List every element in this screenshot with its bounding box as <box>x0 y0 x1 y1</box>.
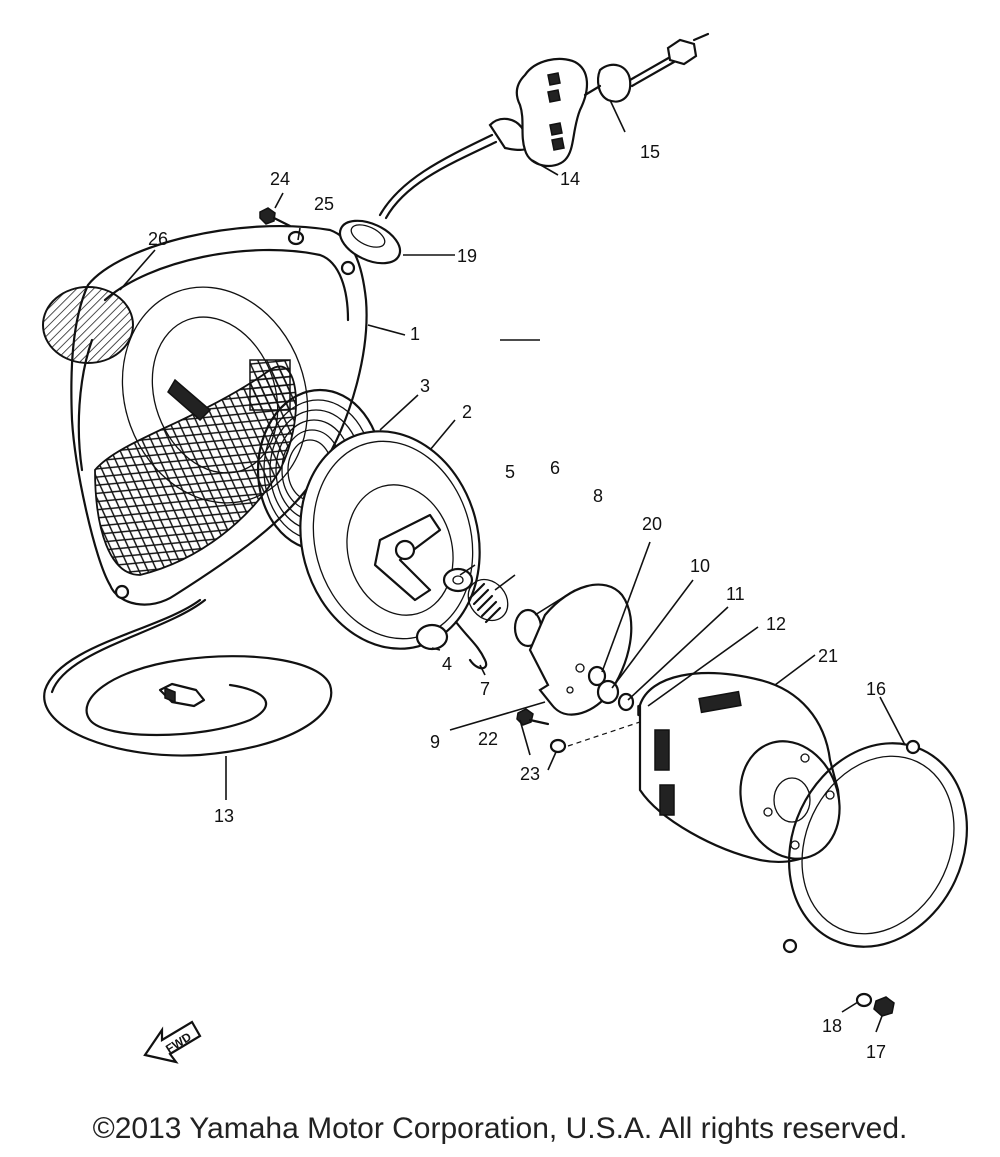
callout-4: 4 <box>442 654 452 674</box>
part-1-starter-housing <box>70 224 368 606</box>
callout-26: 26 <box>148 229 168 249</box>
callout-2: 2 <box>462 402 472 422</box>
callout-18: 18 <box>822 1016 842 1036</box>
part-7-pawl-spring <box>454 620 488 670</box>
callout-12: 12 <box>766 614 786 634</box>
exploded-parts-diagram: FWD 1 2 3 4 5 6 7 <box>42 32 969 1064</box>
part-5-washer <box>442 567 474 593</box>
callout-23: 23 <box>520 764 540 784</box>
part-21-starter-cup <box>638 672 841 863</box>
callout-6: 6 <box>550 458 560 478</box>
callout-19: 19 <box>457 246 477 266</box>
callout-9: 9 <box>430 732 440 752</box>
leader-lines <box>119 99 906 1033</box>
callout-20: 20 <box>642 514 662 534</box>
callout-14: 14 <box>560 169 580 189</box>
part-22-bolt <box>516 708 550 726</box>
callout-22: 22 <box>478 729 498 749</box>
callout-labels: 1 2 3 4 5 6 7 8 9 10 11 12 13 14 15 16 1… <box>148 142 886 1062</box>
part-24-bolt <box>259 207 292 228</box>
part-19-rope-guide <box>338 219 402 265</box>
callout-7: 7 <box>480 679 490 699</box>
callout-17: 17 <box>866 1042 886 1062</box>
part-15-handle-stopper <box>583 32 710 103</box>
callout-24: 24 <box>270 169 290 189</box>
callout-5: 5 <box>505 462 515 482</box>
callout-8: 8 <box>593 486 603 506</box>
part-16-cover-ring <box>782 739 969 954</box>
callout-10: 10 <box>690 556 710 576</box>
part-23-washer <box>549 738 567 754</box>
part-2-rope-pulley <box>299 430 481 650</box>
callout-13: 13 <box>214 806 234 826</box>
assembly-dash-line <box>567 721 641 747</box>
fwd-direction-arrow: FWD <box>143 1020 202 1064</box>
part-17-bolt <box>873 996 895 1017</box>
part-25-washer <box>287 230 305 246</box>
copyright-notice: ©2013 Yamaha Motor Corporation, U.S.A. A… <box>92 1112 908 1145</box>
part-20-washer <box>587 665 607 687</box>
callout-21: 21 <box>818 646 838 666</box>
callout-25: 25 <box>314 194 334 214</box>
part-14-starter-handle <box>378 57 588 220</box>
callout-16: 16 <box>866 679 886 699</box>
part-4-pawl <box>415 623 449 651</box>
part-6-spring <box>467 578 509 624</box>
part-13-starter-rope <box>43 598 333 757</box>
callout-15: 15 <box>640 142 660 162</box>
callout-1: 1 <box>410 324 420 344</box>
part-18-washer <box>855 992 873 1008</box>
callout-11: 11 <box>726 584 745 604</box>
callout-3: 3 <box>420 376 430 396</box>
